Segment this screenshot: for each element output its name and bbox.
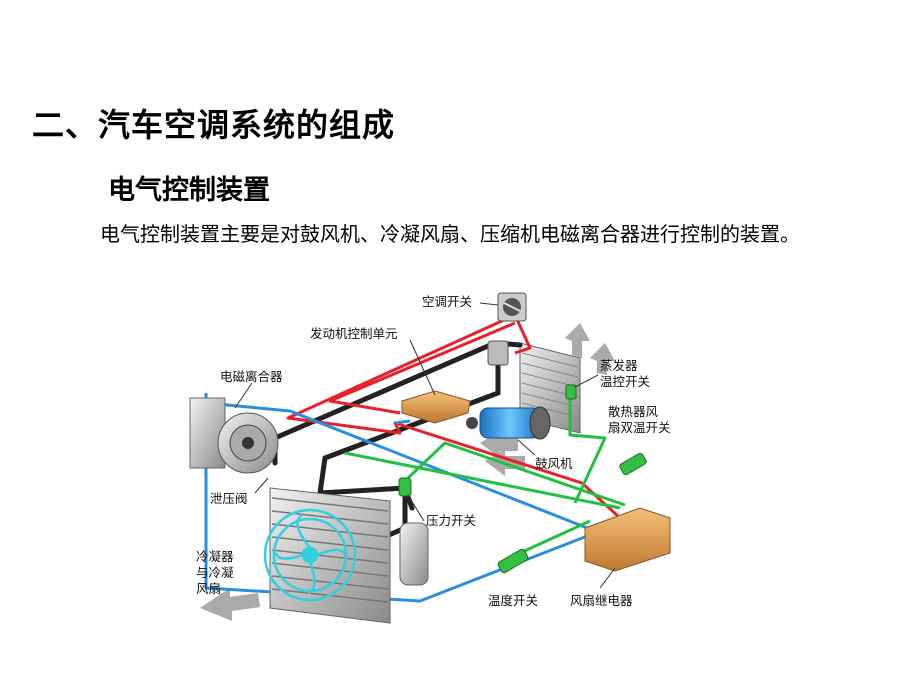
label-ecu: 发动机控制单元 (310, 326, 398, 341)
label-radiator-fan-switch-2: 扇双温开关 (608, 420, 671, 435)
description-paragraph: 电气控制装置主要是对鼓风机、冷凝风扇、压缩机电磁离合器进行控制的装置。 (100, 222, 800, 246)
label-relief-valve: 泄压阀 (210, 491, 248, 506)
fan-relay (584, 507, 671, 572)
red-wire (286, 313, 622, 520)
radiator-fan-switch-part (619, 452, 647, 476)
ac-switch (497, 292, 527, 322)
ac-electrical-diagram: 空调开关 发动机控制单元 电磁离合器 蒸发器 温控开关 散热器风 扇双温开关 鼓… (189, 292, 671, 624)
label-temperature-switch: 温度开关 (488, 593, 538, 608)
label-condenser-fan-3: 风扇 (196, 581, 221, 596)
engine-control-unit (401, 390, 471, 424)
label-pressure-switch: 压力开关 (426, 513, 476, 528)
label-blower: 鼓风机 (535, 456, 573, 471)
label-condenser-fan-1: 冷凝器 (196, 549, 234, 564)
label-evaporator-1: 蒸发器 (600, 358, 638, 373)
receiver-drier (399, 522, 429, 586)
blower-motor (466, 406, 551, 440)
page-title: 二、汽车空调系统的组成 (32, 106, 396, 144)
pressure-switch-part (398, 477, 412, 497)
section-subtitle: 电气控制装置 (108, 175, 270, 206)
label-ac-switch: 空调开关 (422, 294, 472, 309)
green-wire (344, 393, 626, 555)
evaporator-temp-switch-part (565, 384, 577, 400)
temperature-switch-part (497, 548, 529, 574)
label-condenser-fan-2: 与冷凝 (196, 565, 234, 580)
label-evaporator-2: 温控开关 (600, 374, 650, 389)
expansion-valve (487, 340, 509, 366)
condenser-fan (263, 508, 357, 602)
label-magnetic-clutch: 电磁离合器 (220, 369, 283, 384)
compressor (189, 397, 279, 474)
label-fan-relay: 风扇继电器 (570, 593, 633, 608)
label-radiator-fan-switch-1: 散热器风 (608, 404, 659, 419)
condenser (269, 487, 391, 624)
